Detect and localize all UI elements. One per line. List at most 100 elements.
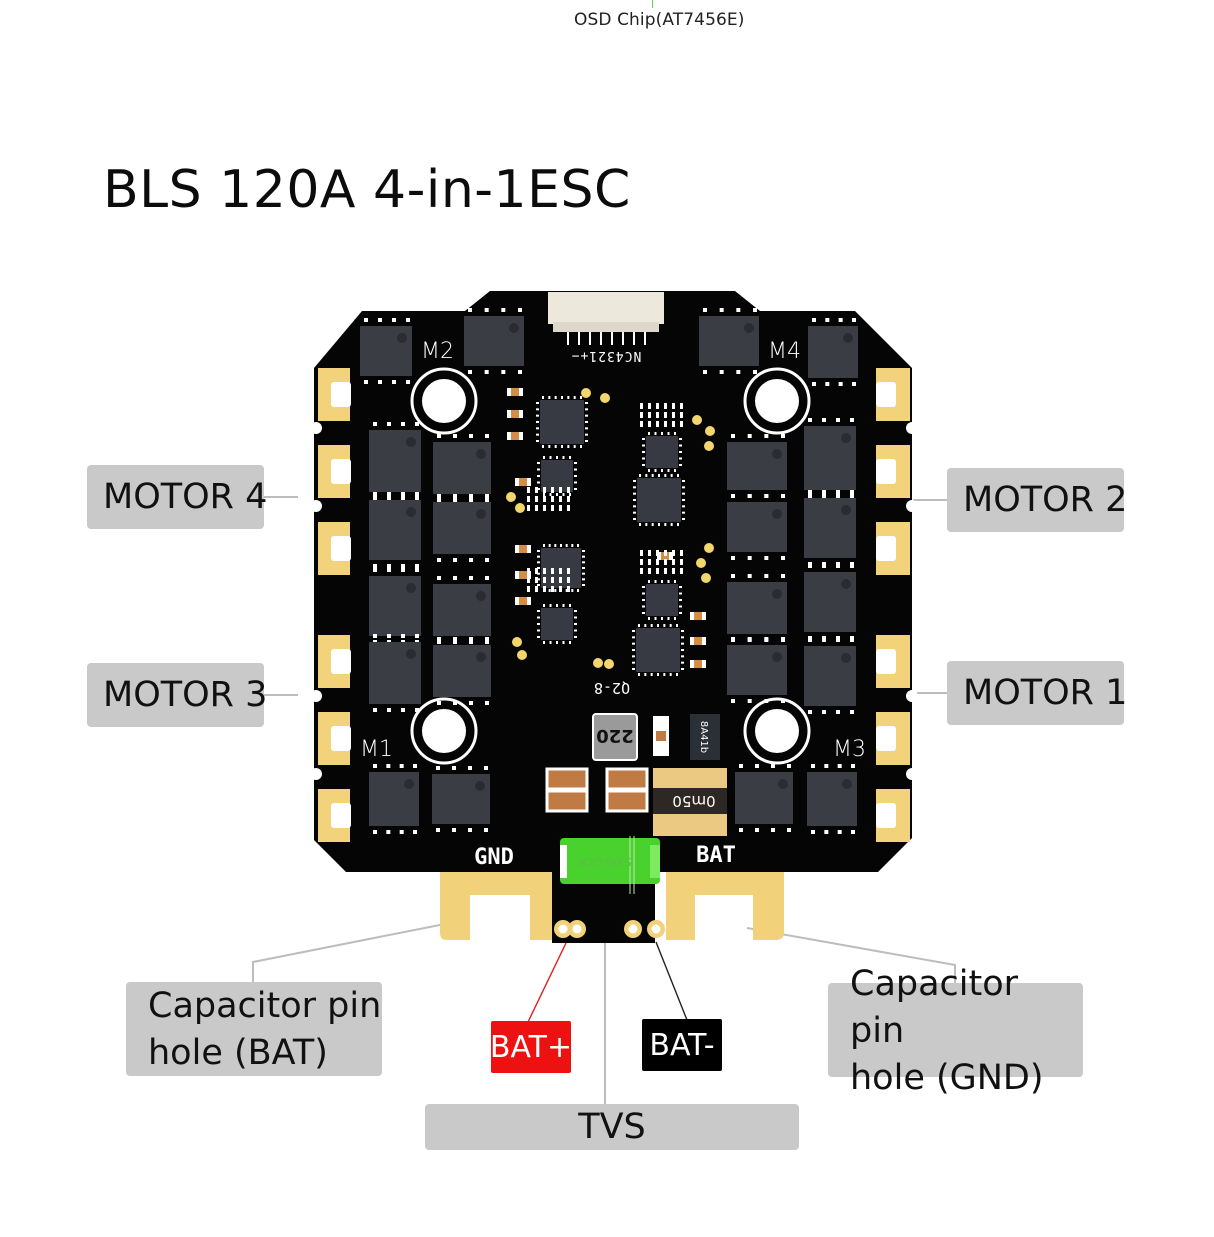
ic-pin [661, 580, 663, 583]
resistor-array-pin [527, 568, 530, 574]
ic-pin [574, 616, 577, 619]
resistor-array-pin [656, 559, 659, 565]
pin1-mark [406, 649, 416, 659]
resistor-array-pin [664, 568, 667, 574]
resistor-array-pin [535, 577, 538, 583]
ic-pin [654, 617, 657, 620]
ic-pin [556, 456, 558, 459]
mosfet-pin [811, 830, 815, 834]
resistor-array-pin [672, 550, 675, 556]
mosfet-pin [415, 708, 419, 712]
mosfet-pin [364, 380, 368, 384]
pin1-mark [772, 449, 782, 459]
ic-pin [554, 544, 557, 547]
resistor-array-pin [551, 496, 554, 502]
ic-pin [577, 544, 579, 547]
label-tvs: TVS [425, 1104, 799, 1150]
gnd-power-tab [440, 862, 558, 940]
pin1-mark [509, 323, 519, 333]
ic-pin [645, 523, 648, 526]
mosfet-pin [484, 370, 489, 374]
ic-pin [536, 414, 539, 417]
mosfet-pin [808, 418, 812, 422]
ic-pin [554, 589, 557, 592]
ic-pin [574, 468, 577, 471]
ic-pin [543, 641, 545, 644]
resistor-array-pin [648, 559, 651, 565]
mosfet-pin [485, 640, 489, 644]
ic-pin [669, 624, 672, 627]
resistor-array-pin [664, 559, 667, 565]
ic-pin [574, 623, 577, 625]
mosfet-pin [851, 830, 855, 834]
mosfet-pin [851, 764, 855, 768]
mosfet-pin [764, 434, 769, 438]
ic-pin [681, 649, 684, 651]
ic-pin [663, 624, 666, 627]
pin1-mark [476, 652, 486, 662]
qfn-ic [646, 436, 678, 468]
motor-solder-pads [310, 368, 918, 842]
mosfet-pin [808, 494, 812, 498]
ic-pin [537, 475, 540, 477]
mosfet-pin [739, 828, 743, 832]
mosfet-pin [812, 318, 816, 322]
resistor-array-pin [567, 496, 570, 502]
mosfet-pin [453, 637, 457, 641]
mosfet-pin [836, 710, 840, 714]
pin1-mark [772, 589, 782, 599]
ic-pin [562, 641, 565, 644]
mosfet-pin [387, 496, 391, 500]
resistor-array-pin [535, 505, 538, 511]
ic-pin [644, 624, 647, 627]
mosfet-pin [781, 494, 785, 498]
test-point [517, 650, 527, 660]
mosfet-pin [822, 710, 826, 714]
leader-bat-minus [655, 941, 688, 1021]
ic-pin [560, 544, 562, 547]
ic-pin [632, 668, 635, 670]
resistor-array-pin [551, 586, 554, 592]
resistor-body [694, 637, 702, 645]
pin1-mark [842, 779, 852, 789]
mosfet-pin [452, 766, 456, 770]
label-bat-plus: BAT+ [490, 1021, 572, 1073]
mosfets [360, 308, 858, 834]
resistor-array-pin [656, 412, 659, 418]
ic-pin [667, 580, 670, 583]
mosfet-pin [719, 308, 724, 312]
ic-pin [548, 396, 551, 399]
ic-pin [642, 586, 645, 588]
ic-pin [670, 523, 673, 526]
pad-notch [310, 500, 322, 512]
test-point [696, 558, 706, 568]
ic-pin [585, 402, 588, 404]
ic-pin [633, 486, 636, 489]
leader-cap-gnd [746, 927, 956, 983]
mosfet-pin [437, 701, 441, 705]
resistor-array-pin [559, 586, 562, 592]
resistor-array-pin [656, 568, 659, 574]
mosfet-pin [781, 699, 785, 703]
pin1-mark [841, 505, 851, 515]
ic-pin [674, 580, 676, 583]
resistor-body [694, 612, 702, 620]
mosfet-pin [373, 830, 377, 834]
ic-pin [679, 451, 682, 453]
mosfet-pin [453, 558, 457, 562]
resistor-array-pin [527, 496, 530, 502]
ic-pin [574, 481, 577, 484]
resistor-array-pin [680, 550, 683, 556]
ic-pin [569, 456, 571, 459]
ic-pin [677, 523, 679, 526]
mosfet-pin [453, 576, 457, 580]
mosfet-pin [739, 764, 743, 768]
mosfet-pin [808, 638, 812, 642]
ic-pin [549, 604, 552, 607]
ic-pin [585, 421, 588, 423]
ic-pin [536, 433, 539, 436]
test-point [600, 393, 610, 403]
mosfet-pin [406, 318, 410, 322]
ic-pin [648, 617, 650, 620]
mosfet-pin [452, 828, 456, 832]
